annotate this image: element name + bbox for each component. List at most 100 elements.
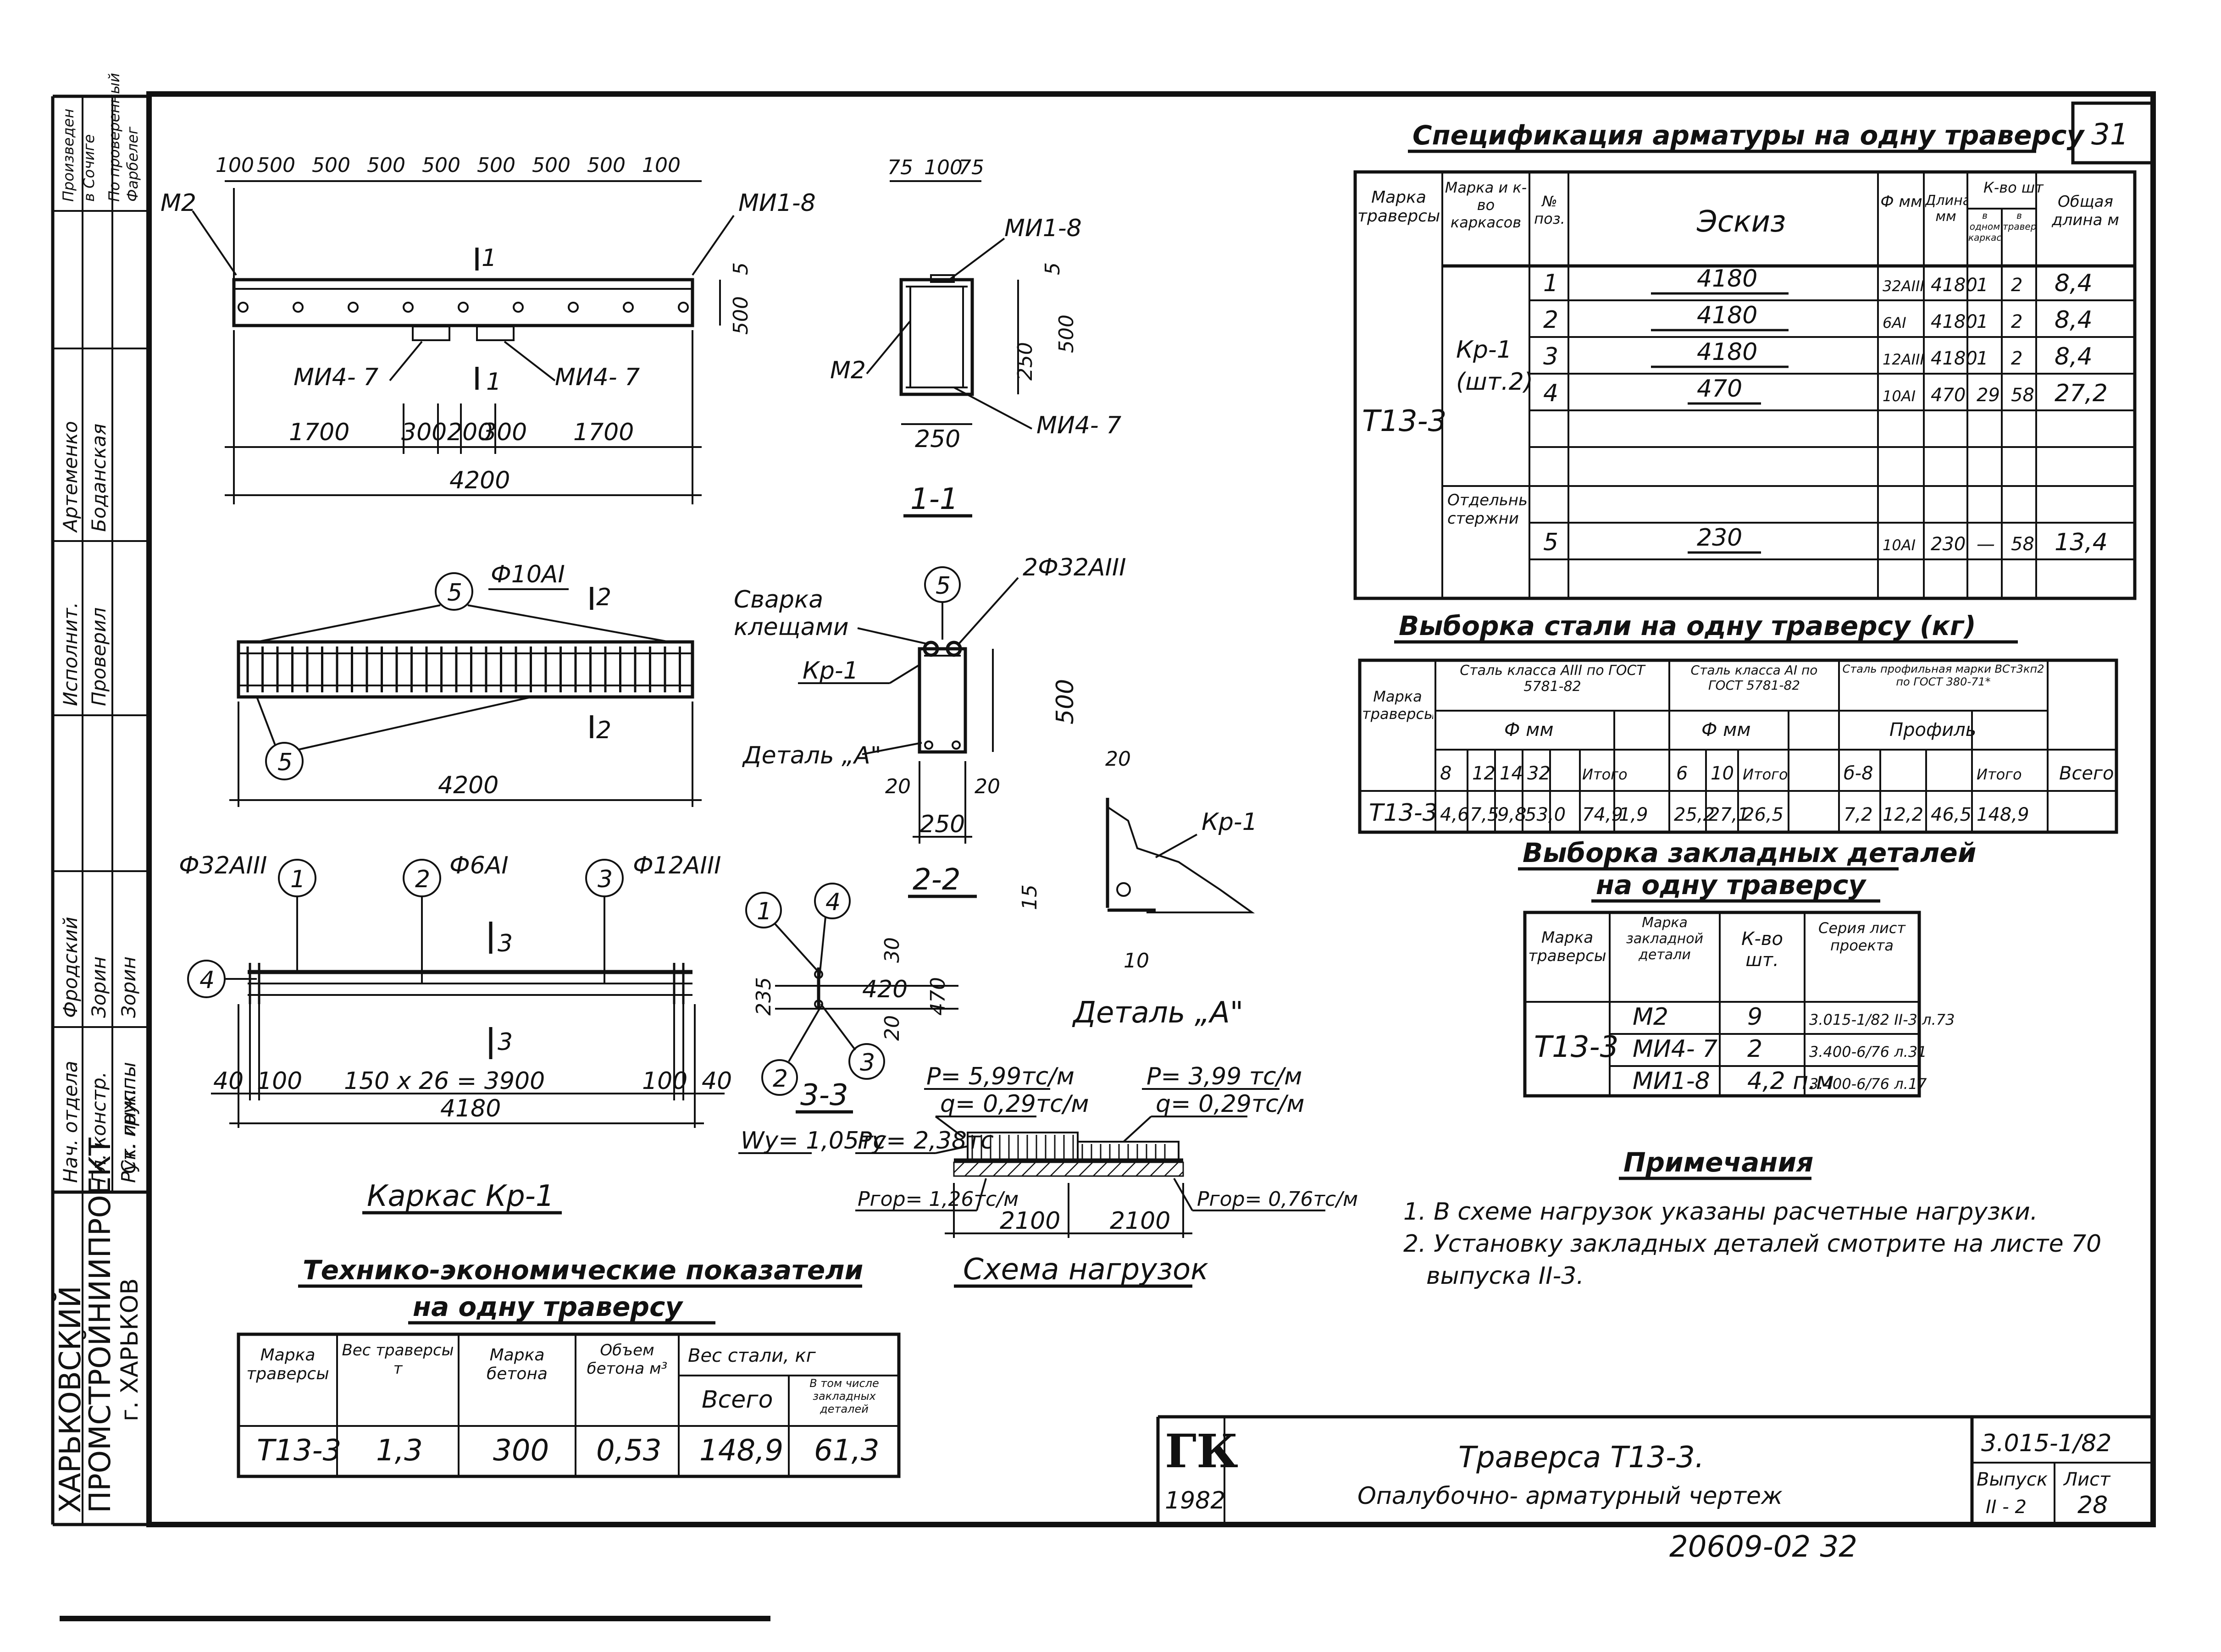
kp1-title: Каркас Кр-1 xyxy=(367,1179,554,1213)
plan-bar-label: Ф10АI xyxy=(491,561,565,588)
stamp-role-2: Гл. констр. xyxy=(88,1072,110,1183)
tech-h-concrete: Марка бетона xyxy=(487,1346,548,1383)
kp1-dim-40a: 40 xyxy=(213,1067,244,1095)
s33-title: 3-3 xyxy=(800,1078,848,1112)
load-pgor-left: Ргор= 1,26тс/м xyxy=(858,1188,1019,1211)
spec-h-qty: К-во шт xyxy=(1983,179,2044,196)
s11-bottom-dim: 250 xyxy=(915,425,960,453)
stamp-top-1: Произведен xyxy=(60,109,77,202)
top-dim-9: 100 xyxy=(642,154,681,177)
load-scheme: Р= 5,99тс/м q= 0,29тс/м Р= 3,99 тс/м q= … xyxy=(738,1063,1358,1288)
steel-col-header: Итого xyxy=(1582,766,1628,783)
steel-col-header: 8 xyxy=(1440,763,1451,784)
notes-title: Примечания xyxy=(1623,1147,1813,1178)
stamp-year: 1982 xyxy=(1165,1487,1225,1514)
steel-title: Выборка стали на одну траверсу (кг) xyxy=(1399,610,1976,641)
s22-dim-500: 500 xyxy=(1052,679,1079,724)
spec-cell-q2: 58 xyxy=(2011,534,2034,555)
org-name-1: ХАРЬКОВСКИЙ xyxy=(53,1286,88,1513)
spec-cell-dia: 32АIII xyxy=(1883,277,1924,295)
spec-cell-pos: 4 xyxy=(1543,380,1558,407)
s33-dim-235: 235 xyxy=(752,977,775,1016)
plan-cut-2-top: 2 xyxy=(596,584,611,611)
s33-dim-20: 20 xyxy=(881,1015,904,1041)
steel-mark-header: Марка траверсы xyxy=(1362,688,1433,723)
spec-cell-q1: — xyxy=(1977,534,1995,555)
detail-a-dim-10: 10 xyxy=(1124,949,1149,972)
org-city: г. ХАРЬКОВ xyxy=(116,1278,144,1421)
kp1-callout-1: 1 xyxy=(290,866,305,893)
tech-title-2: на одну траверсу xyxy=(413,1291,683,1322)
steel-col-header: б-8 xyxy=(1844,763,1873,784)
kp1-bar-12: Ф12АIII xyxy=(633,852,721,879)
tech-h-steel-total: Всего xyxy=(702,1386,773,1414)
embed-traverse: Т13-3 xyxy=(1534,1030,1618,1064)
s11-label-mi1-8: МИ1-8 xyxy=(1004,215,1082,242)
kp1-bar-6: Ф6АI xyxy=(449,852,509,879)
embed-cell-series: 3.400-6/76 л.17 xyxy=(1809,1075,1927,1093)
steel-cell: 148,9 xyxy=(1977,804,2029,825)
cut-mark-1: 1 xyxy=(482,244,497,272)
plan-cut-2-bottom: 2 xyxy=(596,717,611,744)
sheet-value: 28 xyxy=(2077,1492,2108,1519)
issue-value: II - 2 xyxy=(1986,1497,2027,1518)
load-py: Ру= 2,38тс xyxy=(858,1127,994,1155)
plan-callout-5-bottom: 5 xyxy=(277,749,293,776)
bottom-dim-200: 200 xyxy=(447,419,493,446)
spec-cell-q2: 58 xyxy=(2011,385,2034,406)
embed-cell-series: 3.015-1/82 II-3 л.73 xyxy=(1809,1011,1955,1028)
steel-col-header: 32 xyxy=(1527,763,1551,784)
spec-cell-dia: 12АIII xyxy=(1883,351,1924,368)
spec-cell-q2: 2 xyxy=(2011,348,2022,369)
steel-col-header: Итого xyxy=(1977,766,2022,783)
stamp-role-6: Ст. инж. xyxy=(117,1088,140,1174)
spec-cell-total: 13,4 xyxy=(2055,529,2108,556)
spec-h-pos: № поз. xyxy=(1534,193,1565,227)
embedded-studs xyxy=(238,302,689,313)
kp1-callout-2: 2 xyxy=(415,866,430,893)
kp1-cut-3-bottom: 3 xyxy=(498,1028,513,1056)
load-q-left: q= 0,29тс/м xyxy=(940,1090,1089,1118)
detail-a-title: Деталь „А" xyxy=(1072,996,1243,1030)
s11-right-dim-500: 500 xyxy=(1055,315,1078,353)
note-2: 2. Установку закладных деталей смотрите … xyxy=(1403,1230,2101,1258)
steel-dia-header-2: Ф мм xyxy=(1701,719,1751,740)
title-main: Траверса Т13-3. xyxy=(1458,1441,1704,1475)
detail-a-dim-15: 15 xyxy=(1018,884,1041,910)
spec-cell-total: 8,4 xyxy=(2055,270,2093,297)
stamp-top-2: в Сочиге xyxy=(80,134,98,202)
steel-cell: 4,6 xyxy=(1440,804,1469,825)
traverse-elevation: 100 500 500 500 500 500 500 500 100 М2 М… xyxy=(161,154,816,504)
sheet-frame: 31 xyxy=(51,91,2156,1621)
top-dim-2: 500 xyxy=(257,154,295,177)
tech-cell-concrete: 300 xyxy=(493,1434,549,1468)
kp1-cut-3-top: 3 xyxy=(498,930,513,957)
top-dim-3: 500 xyxy=(312,154,350,177)
spec-h-dia: Ф мм xyxy=(1880,193,1922,211)
plan-callout-5-top: 5 xyxy=(447,579,462,607)
steel-cell: 46,5 xyxy=(1931,804,1972,825)
spec-separate: Отдельные стержни xyxy=(1447,491,1527,528)
detail-a-kp: Кр-1 xyxy=(1202,808,1257,836)
spec-h-mark: Марка траверсы xyxy=(1357,188,1440,226)
embed-title-1: Выборка закладных деталей xyxy=(1523,837,1976,868)
tech-h-weight: Вес траверсы т xyxy=(342,1341,454,1378)
spec-cell-sketch: 230 xyxy=(1697,524,1742,552)
spec-cell-q1: 1 xyxy=(1977,275,1988,296)
tech-h-steel: Вес стали, кг xyxy=(688,1345,816,1366)
s22-dim-20a: 20 xyxy=(885,775,911,798)
note-1: 1. В схеме нагрузок указаны расчетные на… xyxy=(1403,1198,2038,1226)
tech-cell-volume: 0,53 xyxy=(596,1434,662,1468)
load-pgor-right: Ргор= 0,76тс/м xyxy=(1197,1188,1358,1211)
embed-cell-qty: 4,2 п.м xyxy=(1747,1067,1834,1095)
top-dim-4: 500 xyxy=(367,154,405,177)
notes: Примечания 1. В схеме нагрузок указаны р… xyxy=(1403,1147,2101,1290)
embed-cell-mark: МИ1-8 xyxy=(1633,1067,1710,1095)
top-dim-6: 500 xyxy=(477,154,515,177)
left-stamp: Нач. отдела Гл. констр. Рук. группы Фрод… xyxy=(53,73,149,1525)
issue-label: Выпуск xyxy=(1977,1469,2048,1490)
spec-table: Спецификация арматуры на одну траверсу М… xyxy=(1353,120,2137,600)
